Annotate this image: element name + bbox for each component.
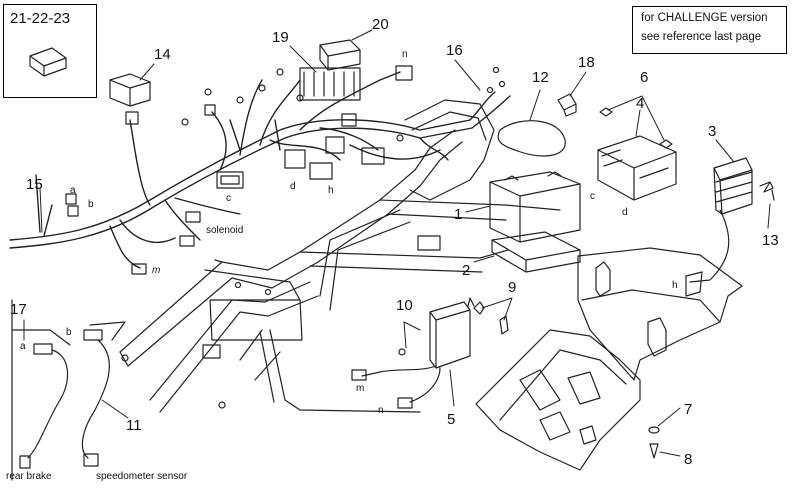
ref-1: 1 xyxy=(454,206,463,223)
lower-tray xyxy=(475,329,641,471)
caption-rear-brake: rear brake xyxy=(6,471,52,482)
ref-16: 16 xyxy=(446,42,463,59)
relay-box xyxy=(351,297,475,409)
ref-14: 14 xyxy=(154,46,171,63)
tag-b-harness: b xyxy=(88,199,94,210)
leader-lines xyxy=(23,29,771,457)
ref-3: 3 xyxy=(708,123,717,140)
relay-part xyxy=(319,39,361,71)
tag-h-harness: h xyxy=(328,185,334,196)
ref-6: 6 xyxy=(640,69,649,86)
ref-7: 7 xyxy=(684,401,693,418)
frame xyxy=(119,99,561,413)
sensor-cables xyxy=(11,299,126,481)
ref-19: 19 xyxy=(272,29,289,46)
ref-9: 9 xyxy=(508,279,517,296)
ref-13: 13 xyxy=(762,232,779,249)
ref-17: 17 xyxy=(10,301,27,318)
bracket xyxy=(473,301,509,335)
regulator xyxy=(689,157,753,283)
tag-a-brake: a xyxy=(20,341,26,352)
tag-n-harness: n xyxy=(402,49,408,60)
fuse-item xyxy=(29,47,67,77)
fuse-cluster xyxy=(299,67,361,101)
ref-18: 18 xyxy=(578,54,595,71)
ref-8: 8 xyxy=(684,451,693,468)
bolts xyxy=(599,107,673,149)
caption-speedometer-sensor: speedometer sensor xyxy=(96,471,188,482)
tag-h-regulator: h xyxy=(672,280,678,291)
ref-12: 12 xyxy=(532,69,549,86)
ref-11: 11 xyxy=(126,417,142,434)
tag-d-ecu: d xyxy=(622,207,628,218)
tag-c-ecu: c xyxy=(590,191,595,202)
main-harness xyxy=(9,71,511,269)
battery-tray xyxy=(491,231,581,273)
rear-undertray xyxy=(577,247,743,381)
tag-a-harness: a xyxy=(70,185,76,196)
screw xyxy=(759,181,775,201)
ecu xyxy=(597,135,677,201)
challenge-note: for CHALLENGE version see reference last… xyxy=(632,6,787,54)
note-line-2: see reference last page xyxy=(641,31,762,43)
ref-4: 4 xyxy=(636,95,645,112)
note-line-1: for CHALLENGE version xyxy=(641,12,768,24)
fuse-box-inset: 21-22-23 xyxy=(3,4,97,98)
battery xyxy=(489,171,581,243)
tag-m-harness: m xyxy=(152,265,161,276)
harness-connectors xyxy=(65,65,506,275)
tag-m-relay: m xyxy=(356,383,365,394)
relay-small xyxy=(109,73,151,107)
tag-solenoid: solenoid xyxy=(206,225,244,236)
washer-screw xyxy=(648,426,660,459)
tag-c-harness: c xyxy=(226,193,231,204)
ref-5: 5 xyxy=(447,411,456,428)
ref-2: 2 xyxy=(462,262,471,279)
tag-b-speed: b xyxy=(66,327,72,338)
fuse-box-label: 21-22-23 xyxy=(10,10,71,27)
battery-strap xyxy=(497,120,566,157)
terminal-cap xyxy=(557,93,577,117)
tag-n-relay: n xyxy=(378,405,384,416)
ref-10: 10 xyxy=(396,297,413,314)
ref-20: 20 xyxy=(372,16,389,33)
tag-d-harness: d xyxy=(290,181,296,192)
ref-15: 15 xyxy=(26,176,43,193)
